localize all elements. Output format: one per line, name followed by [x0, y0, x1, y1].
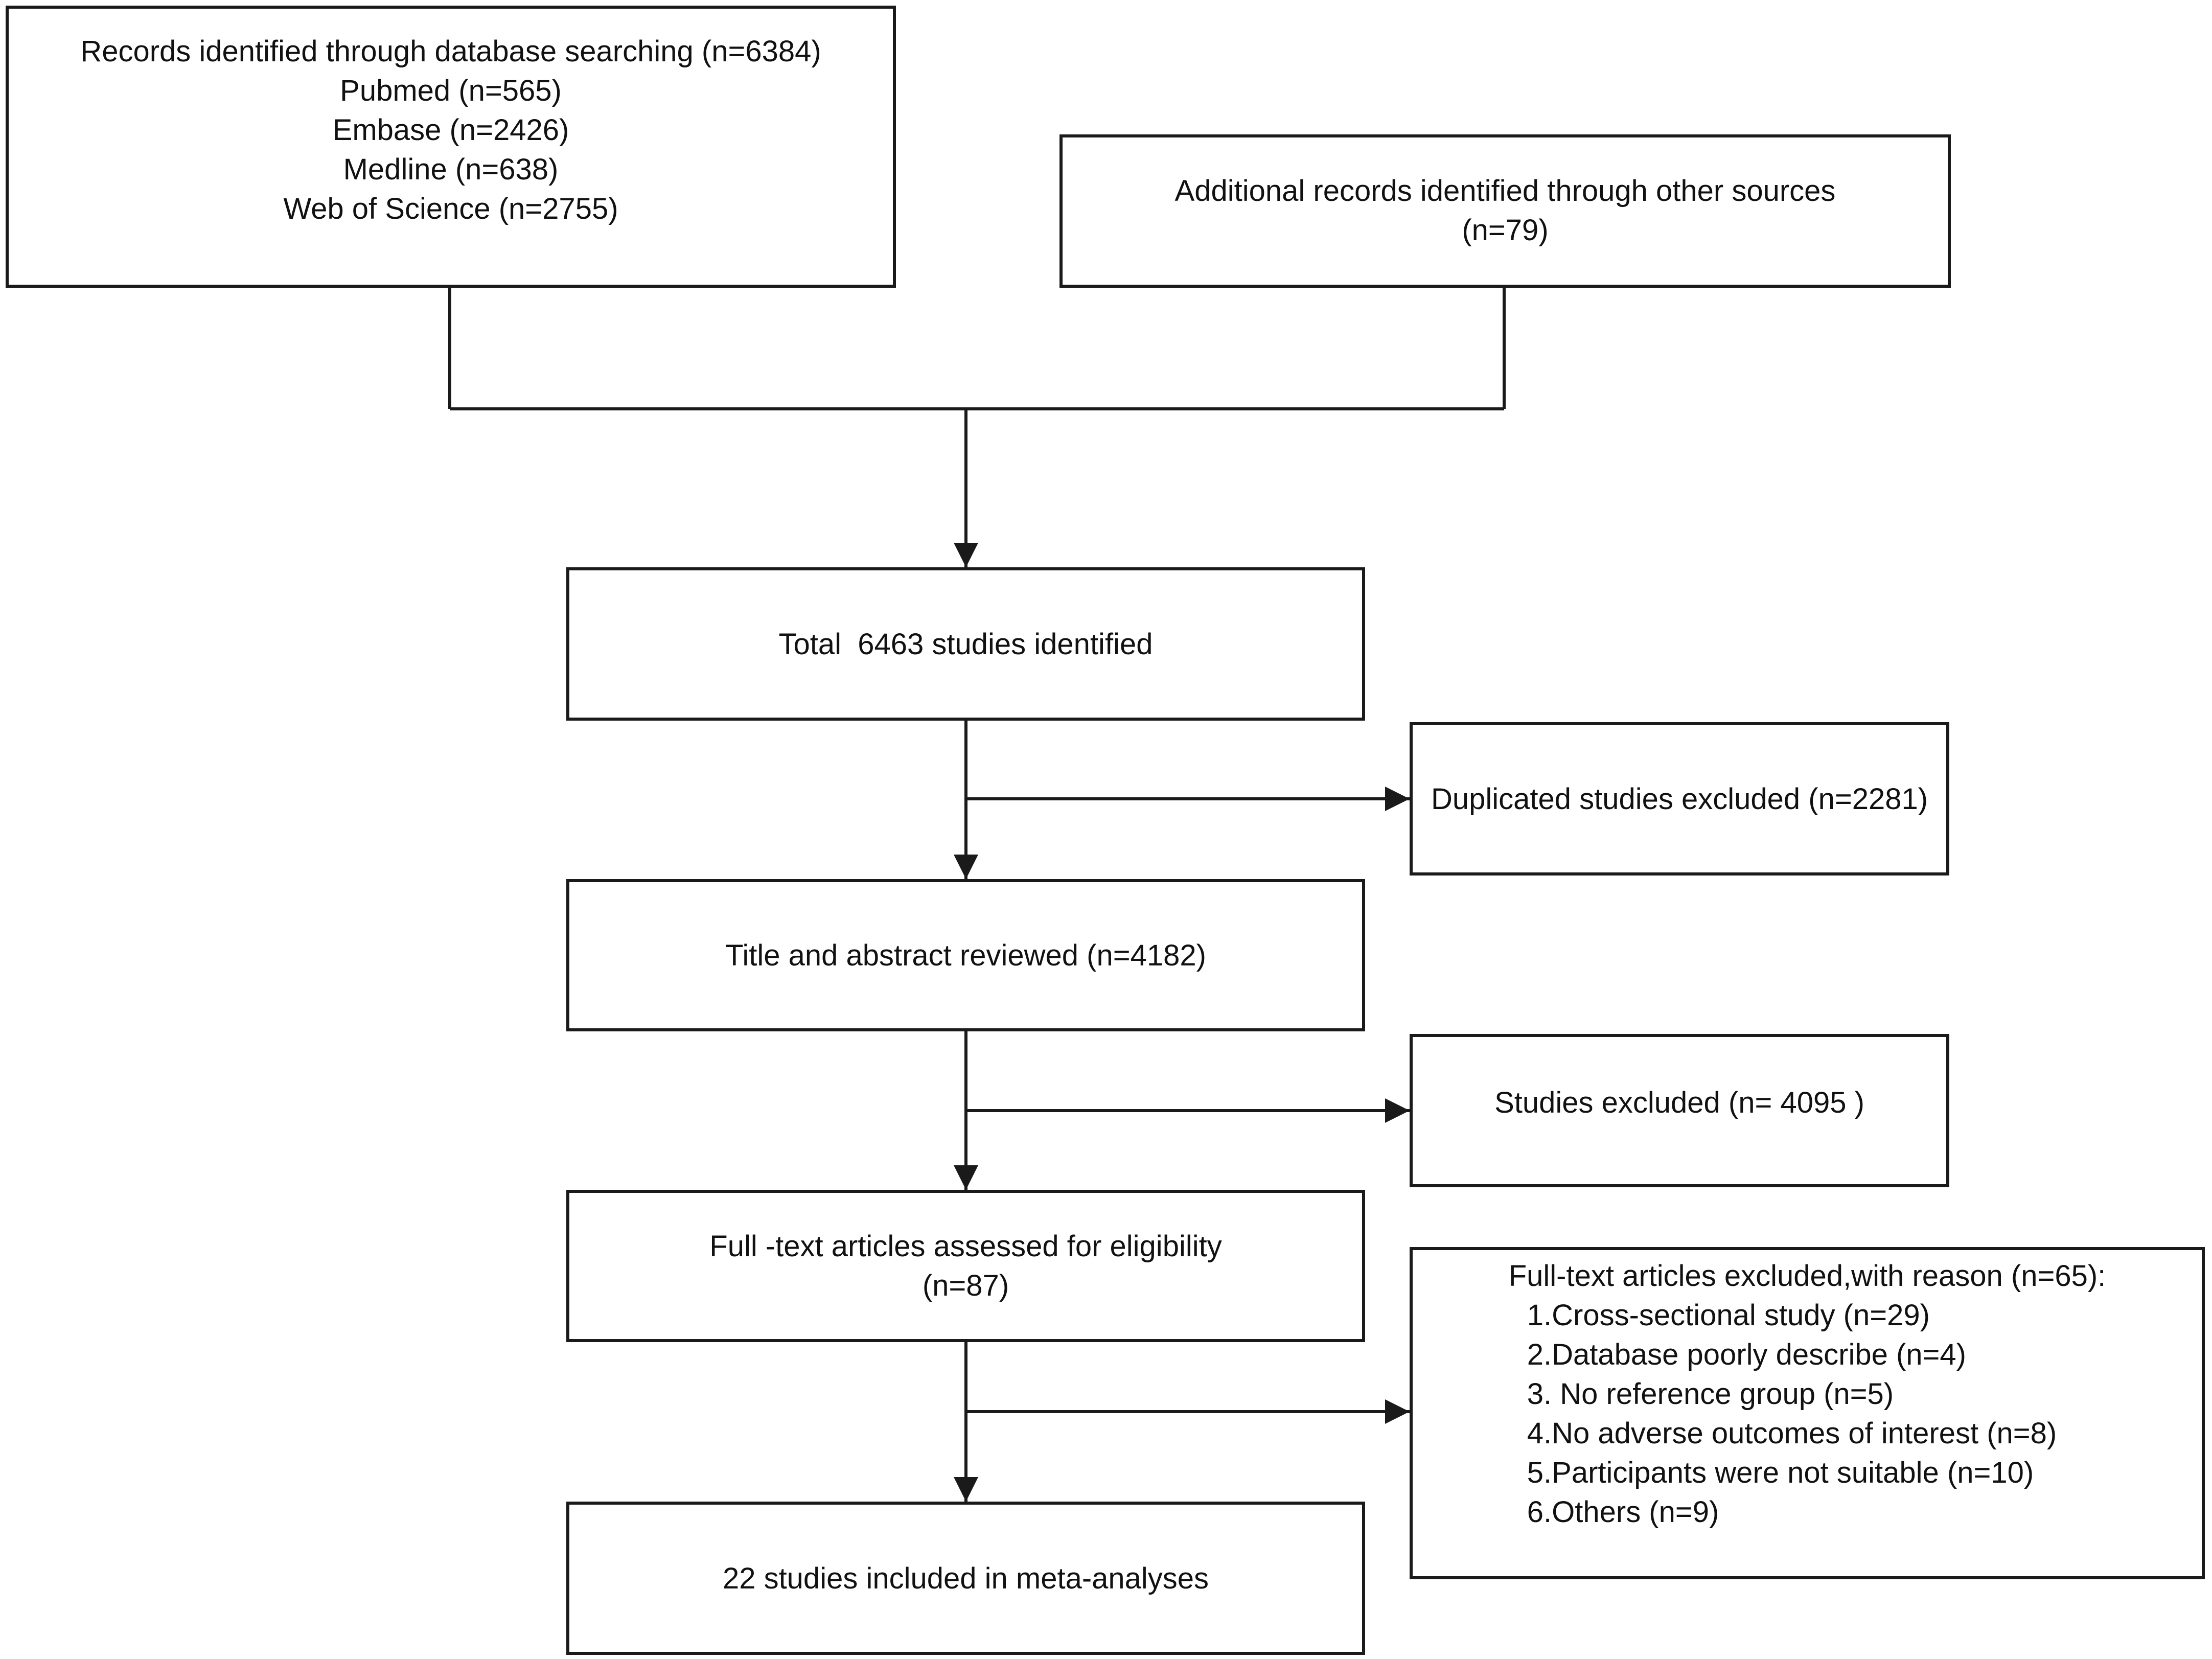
medline-count: Medline (n=638) — [343, 153, 559, 186]
full-text-excluded-heading: Full-text articles excluded,with reason … — [1508, 1259, 2106, 1293]
database-records-box: Records identified through database sear… — [6, 6, 896, 288]
other-sources-count: (n=79) — [1462, 214, 1549, 247]
embase-count: Embase (n=2426) — [332, 113, 569, 147]
web-of-science-count: Web of Science (n=2755) — [283, 192, 618, 225]
exclusion-reason-item: 3. No reference group (n=5) — [1527, 1377, 1894, 1411]
other-sources-box: Additional records identified through ot… — [1059, 134, 1951, 288]
studies-excluded-box: Studies excluded (n= 4095 ) — [1410, 1034, 1949, 1187]
full-text-assessed-box: Full -text articles assessed for eligibi… — [566, 1190, 1365, 1342]
exclusion-reason-list: 1.Cross-sectional study (n=29) 2.Databas… — [1527, 1296, 2057, 1532]
included-studies-box: 22 studies included in meta-analyses — [566, 1502, 1365, 1655]
exclusion-reason-item: 5.Participants were not suitable (n=10) — [1527, 1456, 2034, 1489]
included-studies-text: 22 studies included in meta-analyses — [722, 1561, 1209, 1595]
title-abstract-box: Title and abstract reviewed (n=4182) — [566, 879, 1365, 1031]
exclusion-reason-item: 4.No adverse outcomes of interest (n=8) — [1527, 1417, 2057, 1450]
title-abstract-text: Title and abstract reviewed (n=4182) — [725, 938, 1206, 972]
duplicates-excluded-text: Duplicated studies excluded (n=2281) — [1431, 782, 1928, 816]
exclusion-reason-item: 1.Cross-sectional study (n=29) — [1527, 1299, 1930, 1332]
total-studies-box: Total 6463 studies identified — [566, 567, 1365, 721]
pubmed-count: Pubmed (n=565) — [340, 74, 562, 107]
full-text-assessed-count: (n=87) — [922, 1269, 1009, 1302]
full-text-assessed-heading: Full -text articles assessed for eligibi… — [709, 1230, 1222, 1263]
total-studies-text: Total 6463 studies identified — [778, 627, 1153, 661]
exclusion-reason-item: 2.Database poorly describe (n=4) — [1527, 1338, 1966, 1371]
database-records-heading: Records identified through database sear… — [80, 35, 821, 68]
studies-excluded-text: Studies excluded (n= 4095 ) — [1494, 1086, 1864, 1119]
full-text-excluded-box: Full-text articles excluded,with reason … — [1410, 1247, 2205, 1579]
duplicates-excluded-box: Duplicated studies excluded (n=2281) — [1410, 722, 1949, 875]
other-sources-heading: Additional records identified through ot… — [1174, 174, 1836, 208]
exclusion-reason-item: 6.Others (n=9) — [1527, 1495, 1719, 1529]
